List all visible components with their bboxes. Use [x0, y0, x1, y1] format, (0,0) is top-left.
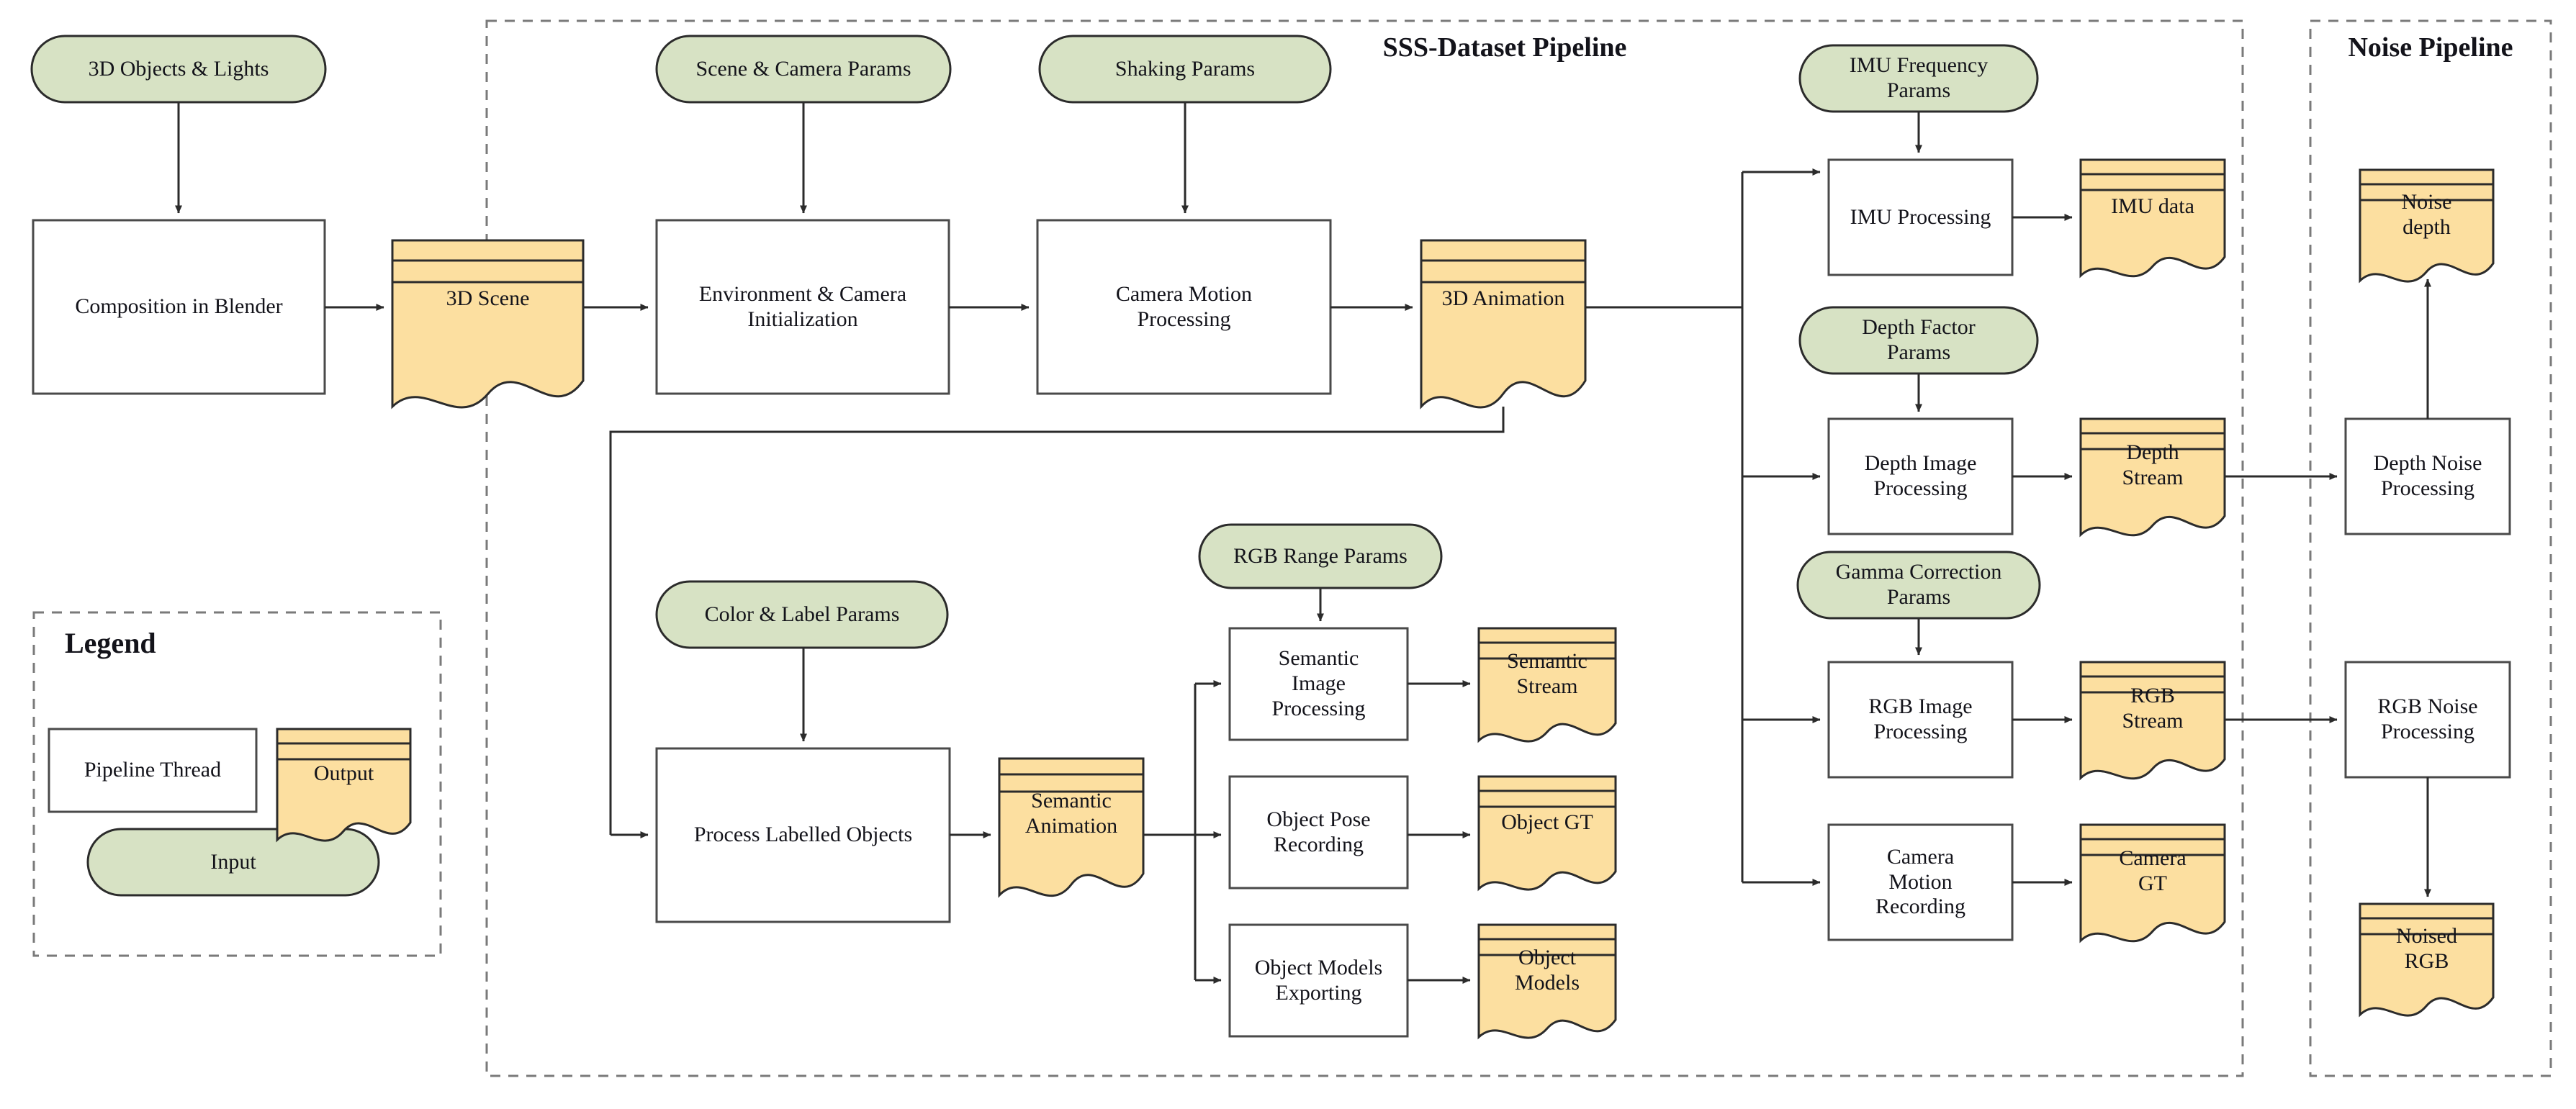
node-semantic-animation	[998, 757, 1145, 898]
node-color-label-params	[655, 580, 949, 649]
node-imu-frequency-params	[1798, 44, 2039, 113]
node-semantic-stream	[1477, 627, 1617, 743]
node-composition-in-blender	[32, 219, 326, 395]
node-noised-rgb	[2359, 902, 2495, 1018]
node-depth-factor-params	[1798, 306, 2039, 375]
legend-output-swatch	[276, 728, 412, 843]
node-noise-depth	[2359, 168, 2495, 284]
node-gamma-correction-params	[1796, 551, 2041, 620]
node-rgb-range-params	[1198, 523, 1443, 589]
node-depth-noise-processing	[2344, 417, 2511, 535]
node-object-models-exporting	[1228, 923, 1409, 1038]
legend-input-swatch	[86, 828, 380, 897]
node-rgb-noise-processing	[2344, 661, 2511, 779]
node-process-labelled-objects	[655, 747, 951, 923]
node-imu-data	[2079, 158, 2226, 279]
sss-pipeline-container	[485, 19, 2244, 1077]
node-object-gt	[1477, 775, 1617, 892]
node-camera-gt	[2079, 823, 2226, 943]
node-3d-scene	[391, 239, 585, 409]
node-object-models	[1477, 923, 1617, 1040]
node-scene-camera-params	[655, 35, 952, 104]
node-object-pose-recording	[1228, 775, 1409, 890]
legend-container	[32, 611, 442, 957]
node-environment-camera-initialization	[655, 219, 950, 395]
node-rgb-image-processing	[1827, 661, 2014, 779]
node-objects-lights	[30, 35, 327, 104]
node-camera-motion-recording	[1827, 823, 2014, 941]
node-shaking-params	[1038, 35, 1332, 104]
connectors	[175, 102, 2431, 984]
node-rgb-stream	[2079, 661, 2226, 781]
legend-process-swatch	[48, 728, 258, 813]
node-camera-motion-processing	[1036, 219, 1332, 395]
node-depth-image-processing	[1827, 417, 2014, 535]
node-3d-animation	[1420, 239, 1587, 409]
node-semantic-image-processing	[1228, 627, 1409, 741]
node-imu-processing	[1827, 158, 2014, 276]
node-depth-stream	[2079, 417, 2226, 538]
